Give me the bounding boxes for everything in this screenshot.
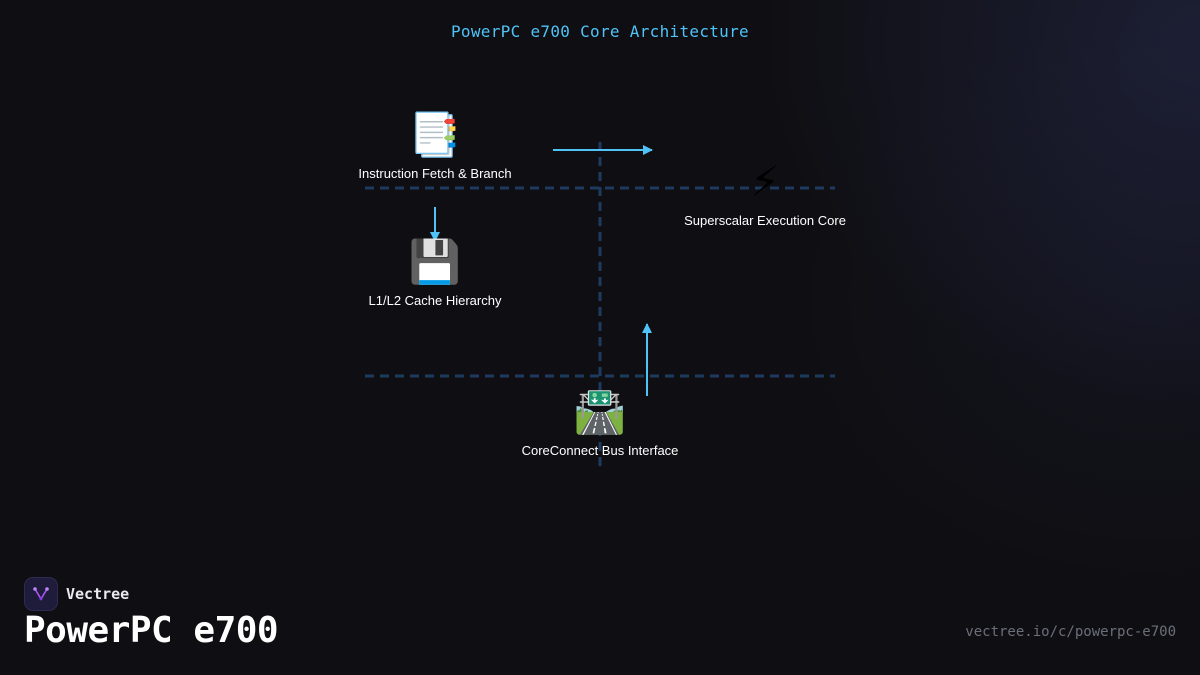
motorway-icon: 🛣️ — [573, 387, 627, 436]
node-cache-hierarchy: 💾 L1/L2 Cache Hierarchy — [369, 237, 502, 308]
page-title: PowerPC e700 — [24, 610, 279, 651]
source-url[interactable]: vectree.io/c/powerpc-e700 — [965, 624, 1176, 640]
bookmark-tabs-icon: 📑 — [408, 110, 462, 159]
vectree-logo-icon — [24, 577, 58, 611]
brand: Vectree — [24, 577, 129, 611]
brand-name: Vectree — [66, 585, 130, 603]
node-label-bus-interface: CoreConnect Bus Interface — [521, 443, 679, 458]
floppy-disk-icon: 💾 — [408, 237, 462, 286]
diagram-title: PowerPC e700 Core Architecture — [451, 22, 749, 41]
node-label-instruction-fetch: Instruction Fetch & Branch — [358, 166, 512, 181]
node-bus-interface: 🛣️ CoreConnect Bus Interface — [522, 387, 679, 458]
node-label-execution-core: Superscalar Execution Core — [684, 213, 846, 228]
node-label-cache-hierarchy: L1/L2 Cache Hierarchy — [368, 293, 502, 308]
node-instruction-fetch: 📑 Instruction Fetch & Branch — [358, 110, 511, 181]
lightning-icon: ⚡ — [750, 157, 780, 206]
node-execution-core: ⚡ Superscalar Execution Core — [684, 157, 846, 228]
